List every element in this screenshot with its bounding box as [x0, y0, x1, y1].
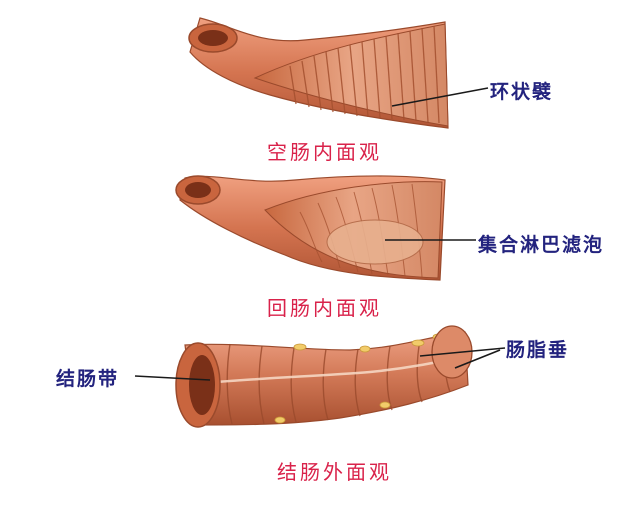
- label-circular-folds: 环状襞: [490, 81, 554, 103]
- caption-colon: 结肠外面观: [277, 460, 392, 484]
- ileum-lumen: [185, 182, 211, 198]
- label-taenia-coli: 结肠带: [56, 368, 120, 390]
- label-epiploic-appendages: 肠脂垂: [506, 339, 570, 361]
- caption-ileum: 回肠内面观: [267, 296, 382, 320]
- colon-lumen: [189, 355, 215, 415]
- leader-taenia-coli: [134, 375, 211, 381]
- ileum-illustration: [175, 175, 446, 281]
- jejunum-illustration: [188, 17, 449, 129]
- label-lymphoid-follicles: 集合淋巴滤泡: [478, 234, 605, 256]
- leader-circular-folds: [391, 87, 489, 107]
- leader-epiploic-appendages-2: [454, 349, 501, 369]
- jejunum-circular-folds: [289, 25, 440, 124]
- colon-illustration: [175, 325, 473, 428]
- colon-haustra: [226, 333, 451, 425]
- leader-epiploic-appendages: [419, 347, 506, 357]
- lymphoid-follicle-patch: [326, 219, 424, 265]
- caption-jejunum: 空肠内面观: [267, 140, 382, 164]
- jejunum-lumen: [198, 30, 228, 46]
- leader-lines: [134, 87, 506, 381]
